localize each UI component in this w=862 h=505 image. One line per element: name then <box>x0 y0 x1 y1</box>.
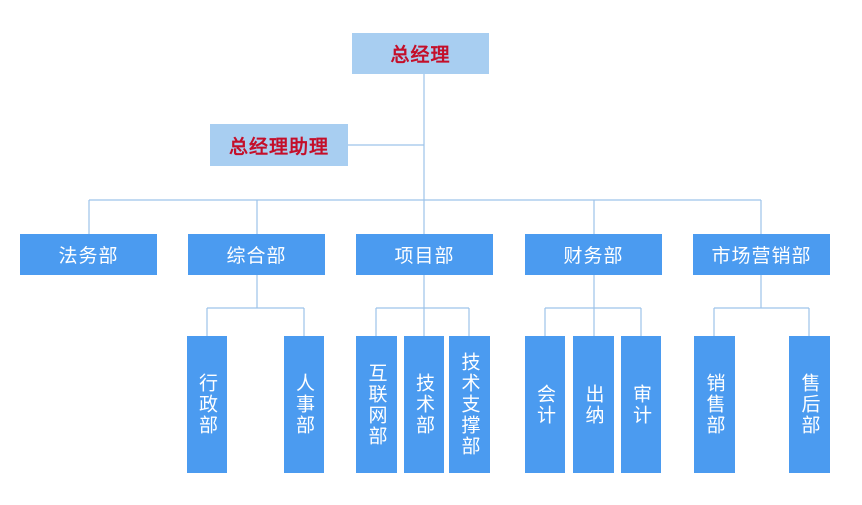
subunit-box-internet: 互联网部 <box>356 336 397 473</box>
subunit-label: 会计 <box>534 383 556 426</box>
subunit-label: 互联网部 <box>365 362 388 447</box>
department-box-legal: 法务部 <box>20 234 157 275</box>
department-label: 综合部 <box>226 245 287 267</box>
department-label: 市场营销部 <box>711 245 812 267</box>
subunit-box-tech: 技术部 <box>404 336 444 473</box>
general-manager-box: 总经理 <box>352 33 489 74</box>
subunit-label: 审计 <box>630 383 652 426</box>
subunit-label: 技术部 <box>413 373 435 436</box>
subunit-label: 行政部 <box>196 373 218 436</box>
subunit-box-sales: 销售部 <box>694 336 735 473</box>
subunit-box-accounting: 会计 <box>525 336 565 473</box>
subunit-box-after-sales: 售后部 <box>789 336 830 473</box>
subunit-box-tech-support: 技术支撑部 <box>449 336 490 473</box>
subunit-box-admin: 行政部 <box>187 336 227 473</box>
subunit-label: 技术支撑部 <box>458 352 481 457</box>
subunit-label: 售后部 <box>798 373 821 436</box>
subunit-box-hr: 人事部 <box>284 336 324 473</box>
subunit-box-cashier: 出纳 <box>573 336 614 473</box>
gm-assistant-box: 总经理助理 <box>210 124 348 166</box>
general-manager-label: 总经理 <box>390 44 451 66</box>
gm-assistant-label: 总经理助理 <box>228 135 329 158</box>
subunit-label: 人事部 <box>293 373 315 436</box>
department-label: 财务部 <box>563 245 624 267</box>
department-label: 项目部 <box>394 245 455 267</box>
department-label: 法务部 <box>58 245 119 267</box>
department-box-projects: 项目部 <box>356 234 493 275</box>
subunit-label: 出纳 <box>582 383 605 426</box>
subunit-label: 销售部 <box>703 373 726 436</box>
department-box-marketing: 市场营销部 <box>693 234 830 275</box>
department-box-finance: 财务部 <box>525 234 662 275</box>
subunit-box-audit: 审计 <box>621 336 661 473</box>
department-box-general-affairs: 综合部 <box>188 234 325 275</box>
